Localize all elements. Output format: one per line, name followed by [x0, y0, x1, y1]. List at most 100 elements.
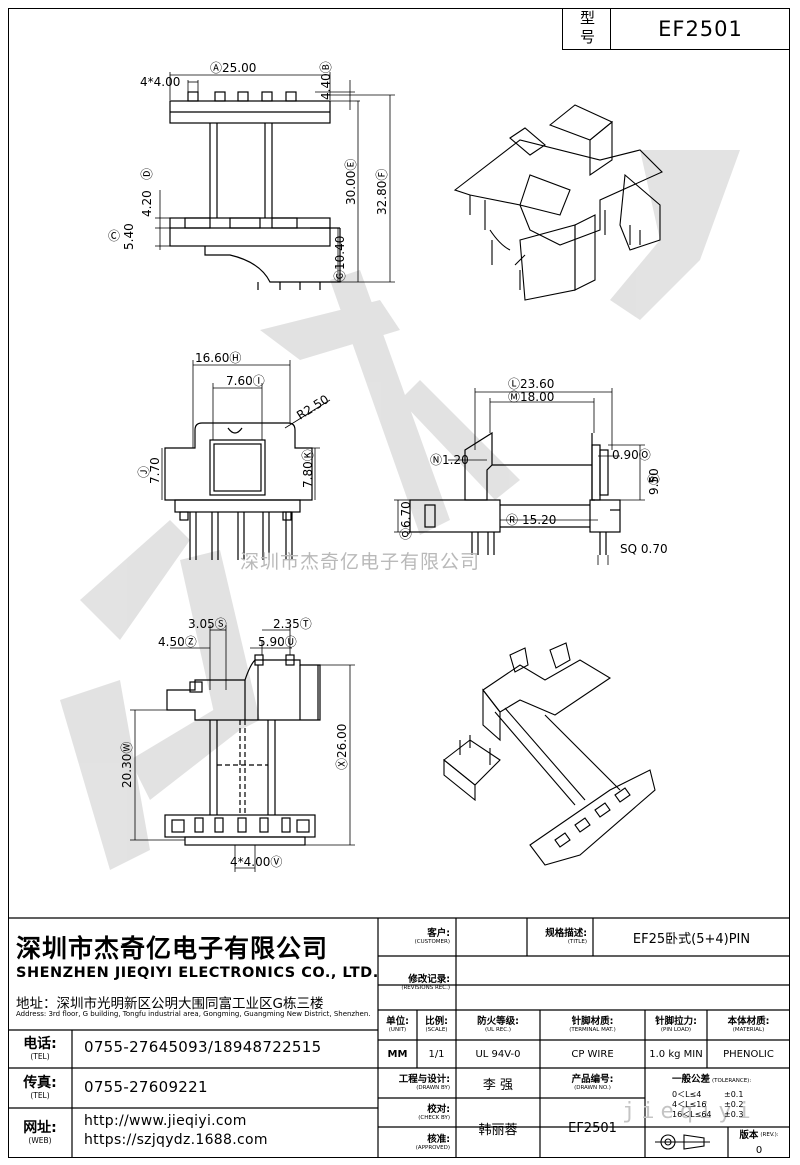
right-view	[409, 431, 621, 555]
watermark-site: jieqiyi	[622, 1099, 757, 1124]
isometric-view-top	[453, 104, 663, 301]
dim-w: 20.30Ⓦ	[120, 742, 134, 788]
front-dimension-lines	[155, 72, 395, 283]
fax-label: 传真: (TEL)	[8, 1068, 72, 1108]
web-link-2[interactable]: https://szjqydz.1688.com	[84, 1132, 268, 1148]
title-block-grid	[8, 917, 790, 1158]
scale-label: 比例: (SCALE)	[417, 1010, 456, 1040]
fax-label-cn: 传真:	[23, 1075, 57, 1091]
dim-g: Ⓖ10.40	[333, 236, 347, 282]
projection-symbol-icon	[655, 1134, 710, 1150]
isometric-view-bottom	[443, 642, 656, 866]
ul-value: UL 94V-0	[475, 1048, 521, 1060]
dim-p: 9.50	[647, 468, 661, 495]
revision-label-en: (REV.):	[760, 1131, 779, 1138]
tel-label-en: (TEL)	[30, 1052, 50, 1061]
tolerance-label-en: (TOLERANCE):	[712, 1078, 752, 1084]
ul-label: 防火等级: (UL REC.)	[456, 1010, 540, 1040]
dim-n: Ⓝ1.20	[430, 453, 469, 467]
unit-value: MM	[387, 1048, 408, 1060]
web-link-1[interactable]: http://www.jieqiyi.com	[84, 1113, 247, 1129]
unit-label-cn: 单位:	[386, 1016, 409, 1027]
tel-label: 电话: (TEL)	[8, 1030, 72, 1068]
product-no-label: 产品编号: (DRAWN NO.)	[540, 1068, 645, 1098]
tel-value: 0755-27645093/18948722515	[84, 1038, 322, 1056]
terminal-label-cn: 针脚材质:	[571, 1016, 614, 1027]
dim-c: 5.40	[122, 223, 136, 250]
company-name-cn: 深圳市杰奇亿电子有限公司	[16, 934, 329, 963]
customer-label-en: (CUSTOMER)	[414, 939, 450, 945]
bottom-dimension-lines	[130, 625, 355, 872]
terminal-label: 针脚材质: (TERMINAL MAT.)	[540, 1010, 645, 1040]
product-no-label-en: (DRAWN NO.)	[574, 1085, 611, 1091]
front-view	[169, 91, 341, 290]
dim-l: Ⓛ23.60	[508, 377, 554, 391]
bottom-view	[164, 654, 321, 846]
spec-label-en: (TITLE)	[567, 939, 587, 945]
spec-value: EF25卧式(5+4)PIN	[632, 931, 751, 947]
check-label-cn: 校对:	[427, 1103, 450, 1115]
ul-label-cn: 防火等级:	[477, 1016, 519, 1027]
dim-m: Ⓜ18.00	[508, 390, 554, 404]
pin-load-value: 1.0 kg MIN	[649, 1048, 703, 1060]
check-label: 校对: (CHECK BY)	[378, 1098, 456, 1127]
customer-label: 客户: (CUSTOMER)	[378, 918, 456, 956]
tolerance-table: 0＜L≤4 ±0.1 4＜L≤16 ±0.2 16＜L≤64 ±0.3	[672, 1090, 743, 1120]
customer-label-cn: 客户:	[427, 928, 450, 939]
web-label-en: (WEB)	[28, 1136, 52, 1145]
revision-label-cn: 版本	[739, 1129, 759, 1141]
drawing-frame	[8, 8, 790, 1158]
dim-q-circle: Ⓠ	[399, 528, 413, 540]
tolerance-value-2: ±0.2	[724, 1100, 744, 1109]
tolerance-range-3: 16＜L≤64	[672, 1110, 712, 1119]
dim-pitch-front: 4*4.00	[140, 75, 180, 89]
drawn-value: 李 强	[482, 1077, 514, 1093]
unit-label: 单位: (UNIT)	[378, 1010, 417, 1040]
approved-label: 核准: (APPROVED)	[378, 1127, 456, 1158]
material-label: 本体材质: (MATERIAL)	[707, 1010, 790, 1040]
dim-b: 4.40Ⓑ	[319, 61, 333, 100]
material-label-cn: 本体材质:	[727, 1016, 770, 1027]
pin-load-label-cn: 针脚拉力:	[655, 1016, 697, 1027]
product-no-value: EF2501	[568, 1120, 617, 1136]
dim-k: 7.80Ⓚ	[301, 449, 315, 488]
terminal-label-en: (TERMINAL MAT.)	[569, 1027, 616, 1033]
tel-label-cn: 电话:	[23, 1036, 57, 1052]
dim-x: Ⓧ26.00	[335, 724, 349, 770]
dim-q: 6.70	[399, 501, 413, 528]
tolerance-value-1: ±0.1	[724, 1090, 744, 1099]
approved-label-cn: 核准:	[427, 1133, 450, 1145]
right-dimension-lines	[394, 388, 645, 565]
company-address-cn: 地址：深圳市光明新区公明大围同富工业区G栋三楼	[16, 996, 324, 1012]
dim-h: 16.60Ⓗ	[195, 351, 241, 365]
dim-p-circle: Ⓟ	[647, 473, 661, 485]
unit-label-en: (UNIT)	[388, 1027, 407, 1033]
terminal-value: CP WIRE	[571, 1048, 614, 1060]
dim-t: 2.35Ⓣ	[273, 617, 312, 631]
spec-label: 规格描述: (TITLE)	[527, 918, 593, 956]
tolerance-value-3: ±0.3	[724, 1110, 744, 1119]
watermark-logo	[60, 150, 740, 870]
web-label: 网址: (WEB)	[8, 1108, 72, 1158]
dim-f: 32.80Ⓕ	[375, 169, 389, 215]
fax-value: 0755-27609221	[84, 1078, 208, 1096]
revision-label: 版本 (REV.):	[728, 1127, 790, 1143]
company-name-en: SHENZHEN JIEQIYI ELECTRONICS CO., LTD.	[16, 965, 379, 981]
material-label-en: (MATERIAL)	[732, 1027, 765, 1033]
dim-j: 7.70	[148, 457, 162, 484]
fax-label-en: (TEL)	[30, 1091, 50, 1100]
dim-a: Ⓐ25.00	[210, 61, 256, 75]
web-label-cn: 网址:	[23, 1120, 57, 1136]
dim-d-circle: Ⓓ	[140, 168, 154, 180]
revisions-label-en: (REVISIONS REC.)	[401, 985, 450, 991]
tolerance-range-2: 4＜L≤16	[672, 1100, 707, 1109]
revision-value: 0	[755, 1145, 763, 1156]
revisions-label-cn: 修改记录:	[408, 974, 450, 985]
dim-e: 30.00Ⓔ	[344, 159, 358, 205]
tolerance-range-1: 0＜L≤4	[672, 1090, 702, 1099]
product-no-label-cn: 产品编号:	[571, 1074, 614, 1085]
spec-label-cn: 规格描述:	[545, 928, 587, 939]
material-value: PHENOLIC	[723, 1048, 774, 1060]
scale-label-en: (SCALE)	[425, 1027, 448, 1033]
